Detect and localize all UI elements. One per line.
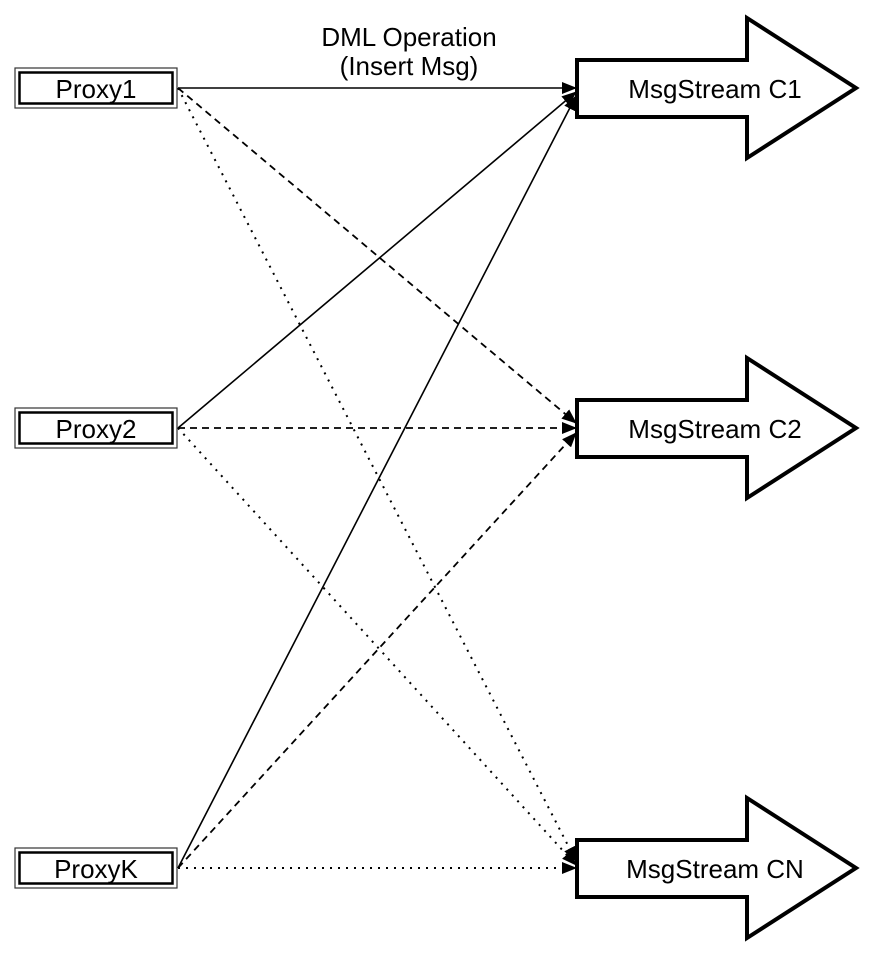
proxy1-box <box>14 67 178 109</box>
edge-proxyk-to-c2 <box>177 432 577 869</box>
labels-layer: DML Operation (Insert Msg) Proxy1 Proxy2… <box>54 22 804 884</box>
stream-arrows-layer <box>575 14 860 942</box>
proxy2-box <box>14 407 178 449</box>
msgstream-cn-label: MsgStream CN <box>626 854 804 884</box>
edge-proxyk-to-c1 <box>177 95 577 869</box>
edges-layer <box>177 82 577 874</box>
proxyk-label: ProxyK <box>54 854 138 884</box>
edge-proxy2-to-c1 <box>177 91 577 429</box>
edge-proxy1-to-cn <box>177 87 577 862</box>
proxyk-box <box>14 847 178 889</box>
msgstream-c2-label: MsgStream C2 <box>628 414 801 444</box>
msgstream-cn-arrow <box>575 794 860 942</box>
msgstream-c1-label: MsgStream C1 <box>628 74 801 104</box>
proxy-boxes-layer <box>14 67 178 889</box>
proxy1-label: Proxy1 <box>56 74 137 104</box>
proxy2-label: Proxy2 <box>56 414 137 444</box>
msgstream-c2-arrow <box>575 354 860 502</box>
edge-proxy1-to-c2 <box>177 87 577 424</box>
edge-proxy2-to-cn <box>177 427 577 866</box>
msgstream-c1-arrow <box>575 14 860 162</box>
dml-operation-label-line2: (Insert Msg) <box>340 51 479 81</box>
dml-operation-label-line1: DML Operation <box>321 22 496 52</box>
